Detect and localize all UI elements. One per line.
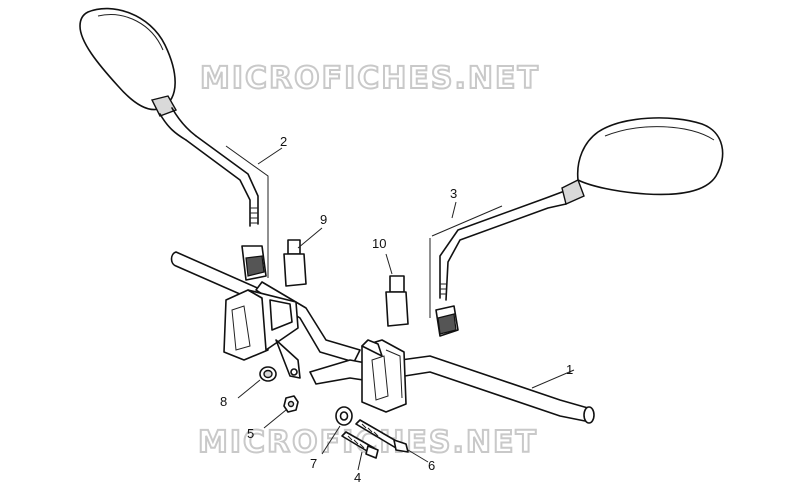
end-cap-right: [385, 275, 409, 327]
leader-mirror-left: [225, 145, 283, 278]
callout-3: 3: [450, 186, 457, 201]
nut: [283, 395, 299, 413]
leader-screw-short: [407, 449, 429, 463]
mirror-left: [79, 7, 259, 227]
screw-short: [355, 419, 409, 453]
end-cap-left: [283, 239, 307, 287]
leader-nut: [263, 409, 287, 429]
callout-10: 10: [372, 236, 386, 251]
leader-end-cap-right: [385, 253, 393, 275]
watermark-top: MICROFICHES.NET: [200, 61, 540, 96]
clamp-right: [361, 339, 407, 413]
leader-end-cap-left: [297, 227, 323, 249]
callout-8: 8: [220, 394, 227, 409]
leader-spacer: [237, 379, 261, 399]
callout-6: 6: [428, 458, 435, 473]
spacer: [259, 366, 277, 382]
screw-long: [341, 431, 379, 459]
callout-9: 9: [320, 212, 327, 227]
clamp-left: [223, 289, 301, 379]
leader-handlebar: [531, 369, 575, 389]
callout-2: 2: [280, 134, 287, 149]
mirror-right: [439, 117, 724, 301]
callout-5: 5: [247, 426, 254, 441]
washer: [335, 406, 353, 426]
callout-7: 7: [310, 456, 317, 471]
leader-mirror-right: [429, 201, 503, 318]
mirror-left-adapter: [241, 245, 267, 281]
leader-washer: [321, 425, 341, 455]
callout-1: 1: [566, 362, 573, 377]
callout-4: 4: [354, 470, 361, 485]
mirror-right-adapter: [435, 305, 459, 337]
leader-screw-long: [357, 451, 363, 471]
